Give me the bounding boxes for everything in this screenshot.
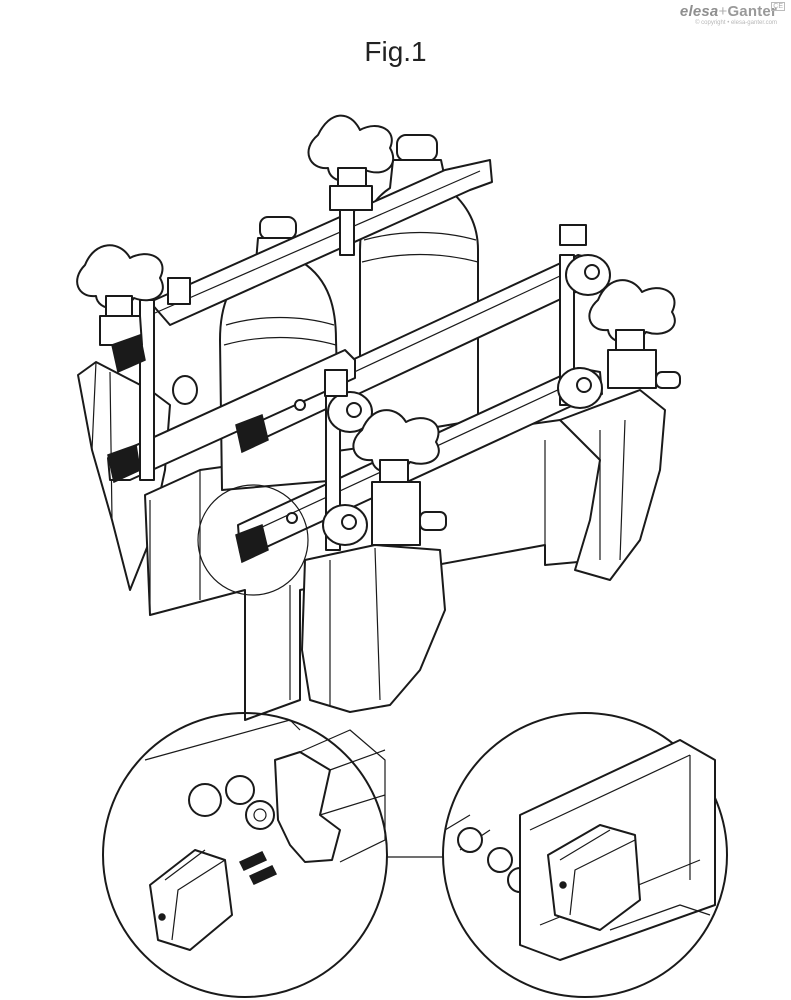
rear-rail xyxy=(149,159,493,326)
rail-clamps xyxy=(172,254,611,546)
end-caps xyxy=(107,224,587,564)
logo-ganter: Ganter xyxy=(727,3,777,20)
left-lower-rail xyxy=(107,349,356,481)
detail-marker-circle xyxy=(197,484,309,596)
front-bracket xyxy=(301,544,446,713)
detail-view-before xyxy=(102,712,388,998)
logo-elesa: elesa xyxy=(679,3,719,20)
figure-title: Fig.1 xyxy=(364,36,427,67)
logo-mark: CE xyxy=(771,2,785,11)
detail-view-after xyxy=(442,712,728,998)
logo-plus: + xyxy=(718,3,728,20)
star-knob-front xyxy=(352,409,447,546)
logo-copyright: © copyright • elesa-ganter.com xyxy=(695,20,777,26)
star-knob-rear xyxy=(307,114,395,211)
right-bracket xyxy=(559,389,666,581)
star-knob-right xyxy=(588,279,681,389)
brand-logo: CE elesa+Ganter © copyright • elesa-gant… xyxy=(679,2,785,26)
assembly-illustration xyxy=(76,114,681,721)
